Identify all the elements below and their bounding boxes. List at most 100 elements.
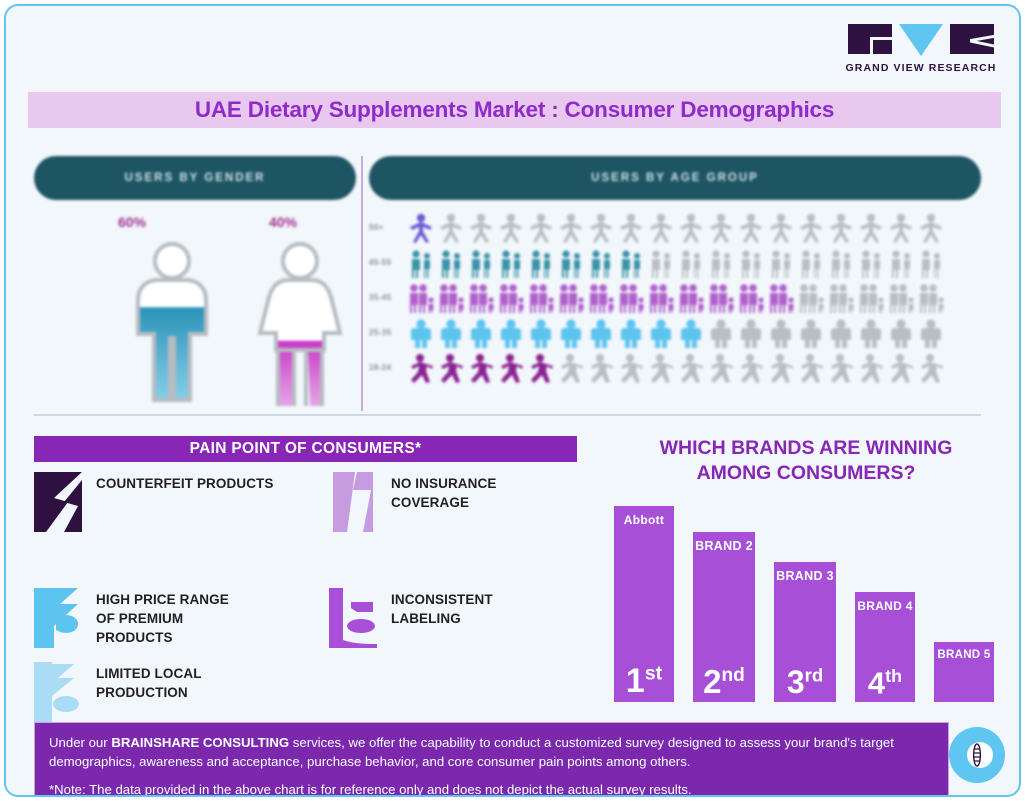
page-title: UAE Dietary Supplements Market : Consume… [194,97,835,122]
person-icon-empty [647,248,675,278]
person-icon-empty [857,248,885,278]
brand-bar-rank: 1st [625,662,663,700]
person-icon-empty [827,248,855,278]
person-icon-empty [647,353,675,383]
person-icon-empty [647,213,675,243]
person-icon-filled [467,353,495,383]
gv-left-mark-icon [848,24,892,54]
person-icon-empty [797,248,825,278]
person-icon-empty [797,283,825,313]
person-icon-filled [737,283,765,313]
person-icon-empty [797,318,825,348]
person-icon-empty [857,283,885,313]
pain-points-heading: PAIN POINT OF CONSUMERS* [189,440,422,457]
age-row: 18-24 [369,350,981,385]
age-panel-title: USERS BY AGE GROUP [369,156,981,200]
inconsistent-label-icon [329,588,377,648]
person-icon-empty [557,353,585,383]
person-icon-filled [407,248,435,278]
brands-chart-title: WHICH BRANDS ARE WINNING AMONG CONSUMERS… [606,436,1006,486]
person-icon-empty [797,353,825,383]
logo-marks [845,24,997,56]
person-icon-empty [467,213,495,243]
age-row-icons [407,213,981,243]
person-icon-empty [917,353,945,383]
person-icon-filled [557,318,585,348]
age-row-icons [407,248,981,278]
gv-right-mark-icon [950,24,994,54]
brand-bar: BRAND 4 4th [855,592,915,702]
person-icon-filled [647,283,675,313]
person-icon-filled [767,283,795,313]
person-icon-filled [707,283,735,313]
person-icon-empty [887,318,915,348]
person-icon-empty [767,213,795,243]
person-icon-empty [437,213,465,243]
person-icon-empty [767,353,795,383]
local-production-icon [34,662,82,722]
person-icon-filled [587,248,615,278]
male-figure-icon [136,242,208,402]
person-icon-empty [707,318,735,348]
person-icon-empty [917,213,945,243]
person-icon-empty [797,213,825,243]
brand-bar-label: BRAND 5 [937,649,991,661]
person-icon-empty [707,353,735,383]
person-icon-empty [737,318,765,348]
person-icon-empty [497,213,525,243]
person-icon-empty [677,353,705,383]
person-icon-filled [497,318,525,348]
person-icon-filled [407,213,435,243]
age-row-label: 18-24 [369,363,392,372]
age-row: 35-45 [369,280,981,315]
person-icon-filled [467,248,495,278]
person-icon-filled [617,283,645,313]
section-divider-horizontal [34,414,981,416]
person-icon-filled [497,283,525,313]
panel-divider-vertical [361,156,363,411]
users-by-gender-panel: USERS BY GENDER 60% 40% [34,156,356,409]
person-icon-empty [857,318,885,348]
pain-point-label: COUNTERFEIT PRODUCTS [96,476,274,491]
age-row-icons [407,283,981,313]
person-icon-filled [437,283,465,313]
person-icon-empty [737,248,765,278]
eclipse-glyph [964,742,993,768]
person-icon-empty [677,213,705,243]
infographic-frame: GRAND VIEW RESEARCH UAE Dietary Suppleme… [4,4,1021,797]
person-icon-empty [827,213,855,243]
person-icon-empty [887,248,915,278]
no-insurance-icon [329,472,377,532]
age-row: 50+ [369,210,981,245]
person-icon-empty [917,318,945,348]
person-icon-empty [887,353,915,383]
person-icon-empty [737,213,765,243]
person-icon-empty [587,213,615,243]
person-icon-filled [437,248,465,278]
male-percentage: 60% [118,214,147,230]
person-icon-filled [527,248,555,278]
person-icon-empty [617,353,645,383]
brand-bar-rank: 4th [867,665,903,700]
person-icon-empty [917,248,945,278]
person-icon-empty [527,213,555,243]
person-icon-empty [827,318,855,348]
person-icon-filled [677,283,705,313]
person-icon-empty [827,353,855,383]
age-row-label: 35-45 [369,293,392,302]
gender-panel-title: USERS BY GENDER [34,156,356,200]
person-icon-filled [437,318,465,348]
person-icon-empty [677,248,705,278]
person-icon-empty [617,213,645,243]
person-icon-filled [557,248,585,278]
brand-bar-label: BRAND 4 [857,599,913,613]
person-icon-empty [557,213,585,243]
footer-post: services, we offer the capability to con… [49,735,894,769]
